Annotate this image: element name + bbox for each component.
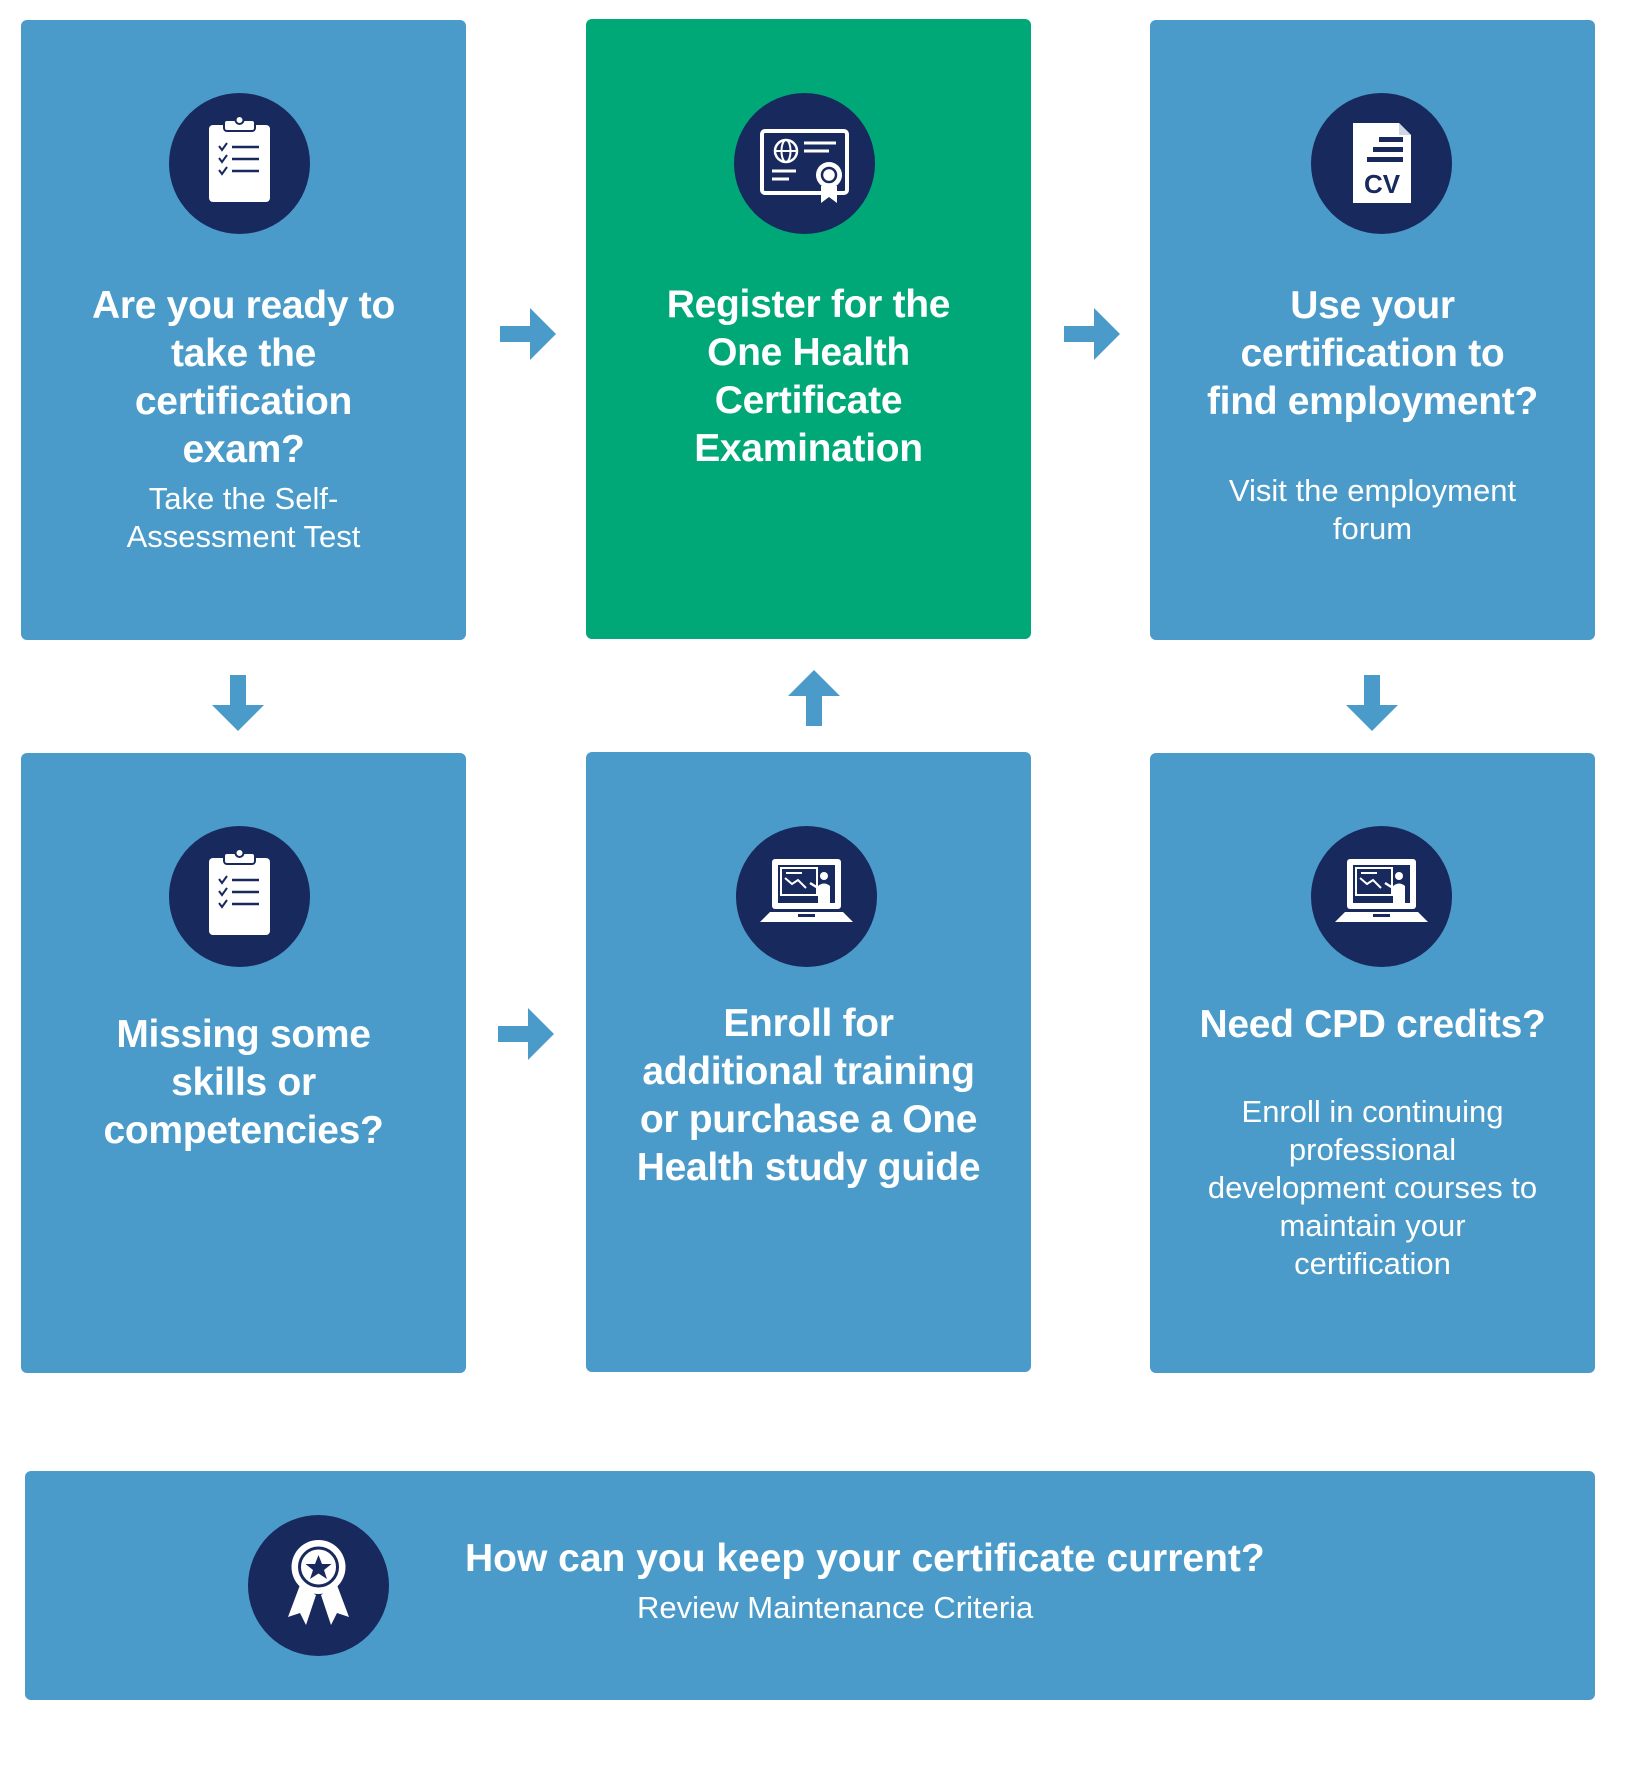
- card-title: Missing some skills or competencies?: [103, 1013, 384, 1152]
- arrow-down-icon: [1346, 675, 1398, 731]
- card-subtitle[interactable]: Enroll in continuing professional develo…: [1207, 1094, 1538, 1281]
- arrow-right-icon: [500, 308, 556, 360]
- card-title: Need CPD credits?: [1199, 1003, 1546, 1046]
- arrow-right-icon: [1064, 308, 1120, 360]
- card-register-exam[interactable]: Register for the One Health Certificate …: [586, 19, 1031, 639]
- card-title: Enroll for additional training or purcha…: [636, 1002, 981, 1189]
- card-training[interactable]: Enroll for additional training or purcha…: [586, 752, 1031, 1372]
- card-subtitle[interactable]: Take the Self-Assessment Test: [126, 481, 361, 554]
- card-title: Use your certification to find employmen…: [1206, 284, 1539, 423]
- svg-text:CV: CV: [1364, 169, 1401, 199]
- maintenance-title: How can you keep your certificate curren…: [465, 1537, 1265, 1580]
- certificate-icon: [734, 93, 875, 234]
- card-self-assessment[interactable]: Are you ready to take the certification …: [21, 20, 466, 640]
- card-maintenance[interactable]: How can you keep your certificate curren…: [25, 1471, 1595, 1700]
- laptop-presentation-icon: [736, 826, 877, 967]
- cv-document-icon: CV: [1311, 93, 1452, 234]
- arrow-right-icon: [498, 1008, 554, 1060]
- card-title: Are you ready to take the certification …: [92, 284, 395, 471]
- award-ribbon-icon: [248, 1515, 389, 1656]
- arrow-down-icon: [212, 675, 264, 731]
- laptop-presentation-icon: [1311, 826, 1452, 967]
- maintenance-link[interactable]: Review Maintenance Criteria: [637, 1590, 1034, 1625]
- arrow-up-icon: [788, 670, 840, 726]
- card-subtitle[interactable]: Visit the employment forum: [1228, 473, 1517, 546]
- clipboard-checklist-icon: [169, 93, 310, 234]
- card-title: Register for the One Health Certificate …: [666, 283, 951, 470]
- card-missing-skills[interactable]: Missing some skills or competencies?: [21, 753, 466, 1373]
- clipboard-checklist-icon: [169, 826, 310, 967]
- card-employment[interactable]: CV Use your certification to find employ…: [1150, 20, 1595, 640]
- card-cpd-credits[interactable]: Need CPD credits? Enroll in continuing p…: [1150, 753, 1595, 1373]
